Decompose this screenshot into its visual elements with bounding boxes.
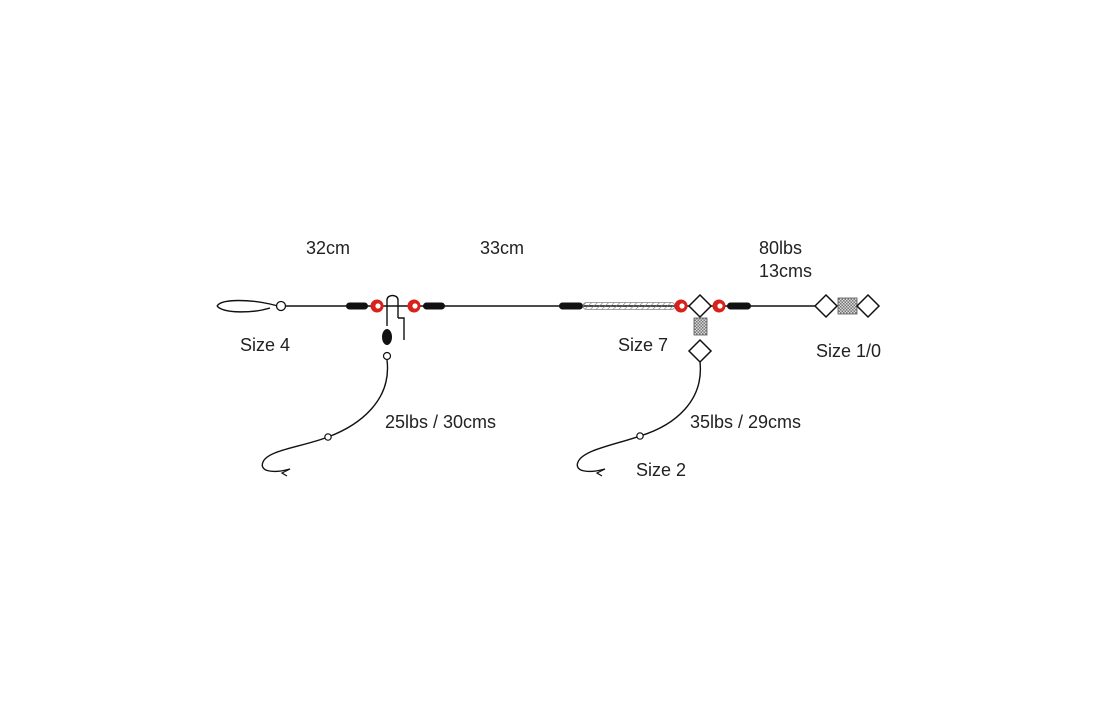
snood-swivel-ring (382, 351, 392, 361)
label-35lbs-29cms: 35lbs / 29cms (690, 412, 802, 432)
label-size-2: Size 2 (636, 460, 687, 480)
label-33cm: 33cm (480, 238, 525, 258)
label-size-7: Size 7 (618, 335, 669, 355)
label-size-1-0: Size 1/0 (816, 341, 882, 361)
red-bead (674, 299, 688, 313)
crimp-sleeve (559, 302, 583, 310)
crimp-sleeve (727, 302, 751, 310)
label-25lbs-30cms: 25lbs / 30cms (385, 412, 497, 432)
red-bead (407, 299, 421, 313)
hook-size-4-snood (261, 359, 389, 477)
three-way-swivel (687, 293, 713, 364)
bait-clip (216, 299, 287, 313)
red-bead (712, 299, 726, 313)
label-size-4: Size 4 (240, 335, 291, 355)
anti-tangle-sleeve (582, 302, 676, 310)
clip-down-link (386, 294, 405, 340)
label-80lbs: 80lbs (759, 238, 803, 258)
red-bead (370, 299, 384, 313)
snood-bead-black (382, 329, 392, 345)
hook-size-2-snood (576, 361, 702, 477)
label-32cm: 32cm (306, 238, 351, 258)
crimp-sleeve (346, 302, 368, 310)
label-13cms: 13cms (759, 261, 813, 281)
end-swivel (813, 293, 881, 319)
crimp-sleeve (423, 302, 445, 310)
